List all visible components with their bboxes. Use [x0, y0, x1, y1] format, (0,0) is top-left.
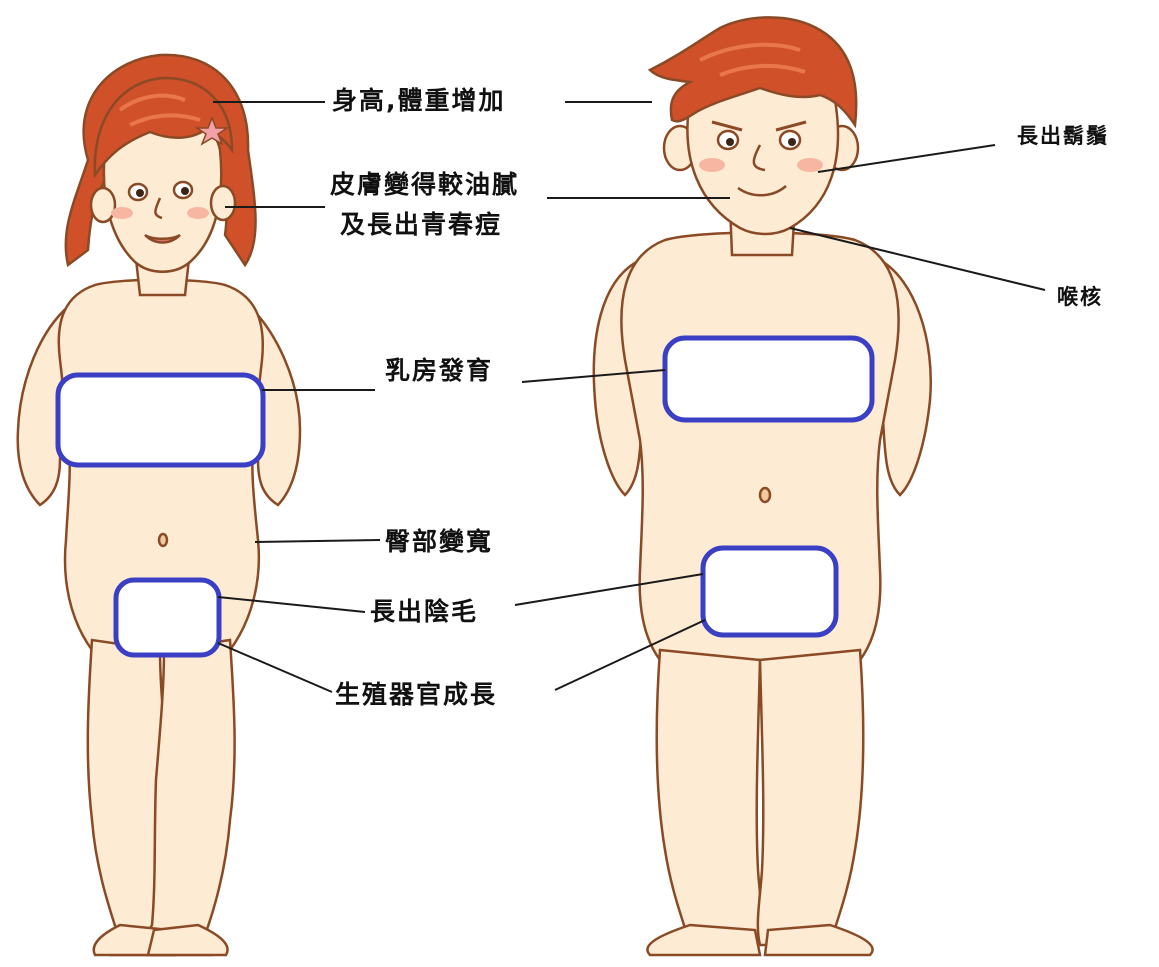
leader-genitals-left — [218, 643, 332, 692]
girl-groin-box — [116, 580, 219, 655]
boy-figure — [594, 17, 931, 955]
label-beard: 長出鬍鬚 — [1017, 124, 1109, 149]
girl-left-ear — [91, 188, 115, 222]
label-pubic-hair: 長出陰毛 — [370, 597, 478, 627]
boy-right-foot — [765, 925, 873, 955]
label-genitals: 生殖器官成長 — [335, 680, 497, 710]
boy-left-leg — [657, 650, 762, 945]
boy-chest-box — [665, 338, 872, 420]
leader-hips — [255, 540, 380, 542]
girl-left-pupil — [136, 189, 144, 197]
boy-right-leg — [758, 650, 863, 945]
boy-navel — [760, 488, 770, 502]
girl-right-cheek — [187, 207, 209, 219]
girl-navel — [159, 534, 167, 546]
girl-left-cheek — [111, 207, 133, 219]
boy-left-cheek — [699, 158, 725, 172]
girl-chest-box — [58, 375, 263, 465]
label-oily-skin-line1: 皮膚變得較油膩 — [330, 170, 519, 200]
boy-right-pupil — [788, 138, 796, 146]
boy-groin-box — [703, 548, 836, 635]
girl-right-foot — [148, 925, 228, 955]
label-hips: 臀部變寬 — [385, 527, 493, 557]
boy-right-cheek — [797, 158, 823, 172]
boy-left-foot — [647, 925, 760, 955]
label-breast: 乳房發育 — [385, 356, 493, 386]
girl-right-ear — [211, 186, 235, 220]
girl-right-pupil — [181, 187, 189, 195]
label-oily-skin-line2: 及長出青春痘 — [340, 210, 502, 240]
girl-figure — [18, 55, 300, 955]
label-adams-apple: 喉核 — [1057, 285, 1103, 310]
boy-left-pupil — [726, 138, 734, 146]
label-height-weight: 身高,體重增加 — [332, 86, 506, 116]
